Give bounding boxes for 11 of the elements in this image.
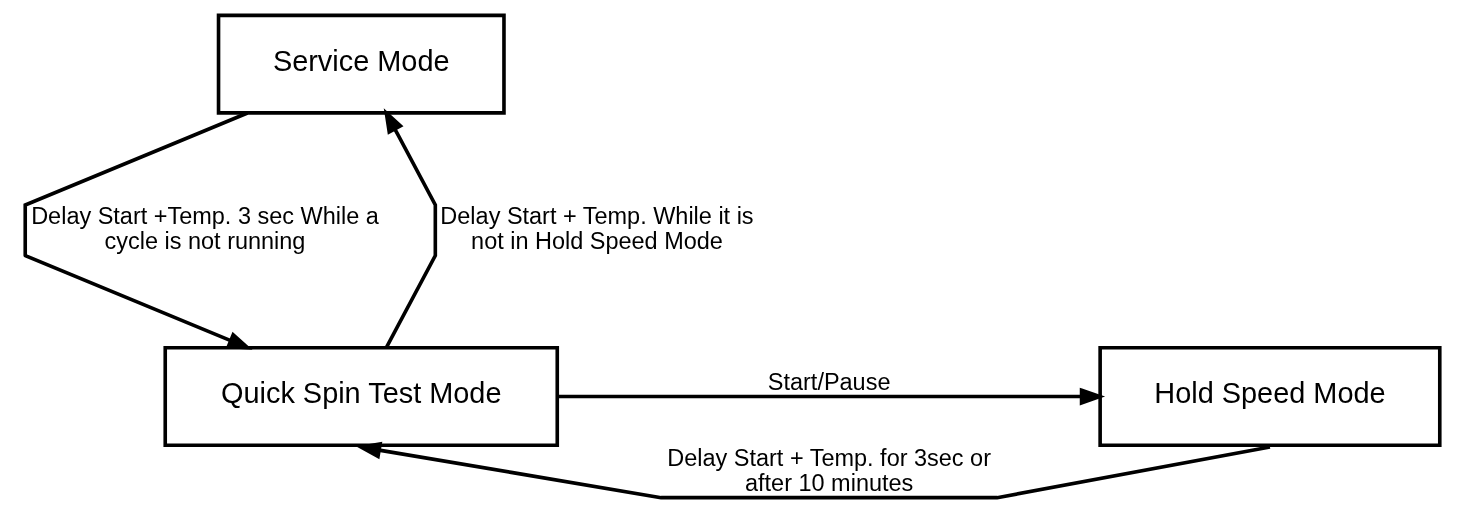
arrow bbox=[383, 108, 438, 349]
node-box: Service Mode bbox=[216, 13, 506, 115]
edge-label: Delay Start +Temp. 3 sec While a cycle is not running bbox=[31, 202, 379, 255]
node-box: Hold Speed Mode bbox=[1098, 345, 1442, 448]
arrow bbox=[23, 111, 253, 350]
edge-label: Delay Start + Temp. for 3sec or after 10 minutes bbox=[667, 444, 991, 497]
edge-label: Delay Start + Temp. While it is not in Hold Speed Mode bbox=[440, 202, 754, 255]
node-box: Quick Spin Test Mode bbox=[163, 345, 560, 448]
edge-label: Start/Pause bbox=[767, 369, 891, 396]
arrow bbox=[557, 387, 1106, 406]
arrow bbox=[355, 441, 1271, 500]
